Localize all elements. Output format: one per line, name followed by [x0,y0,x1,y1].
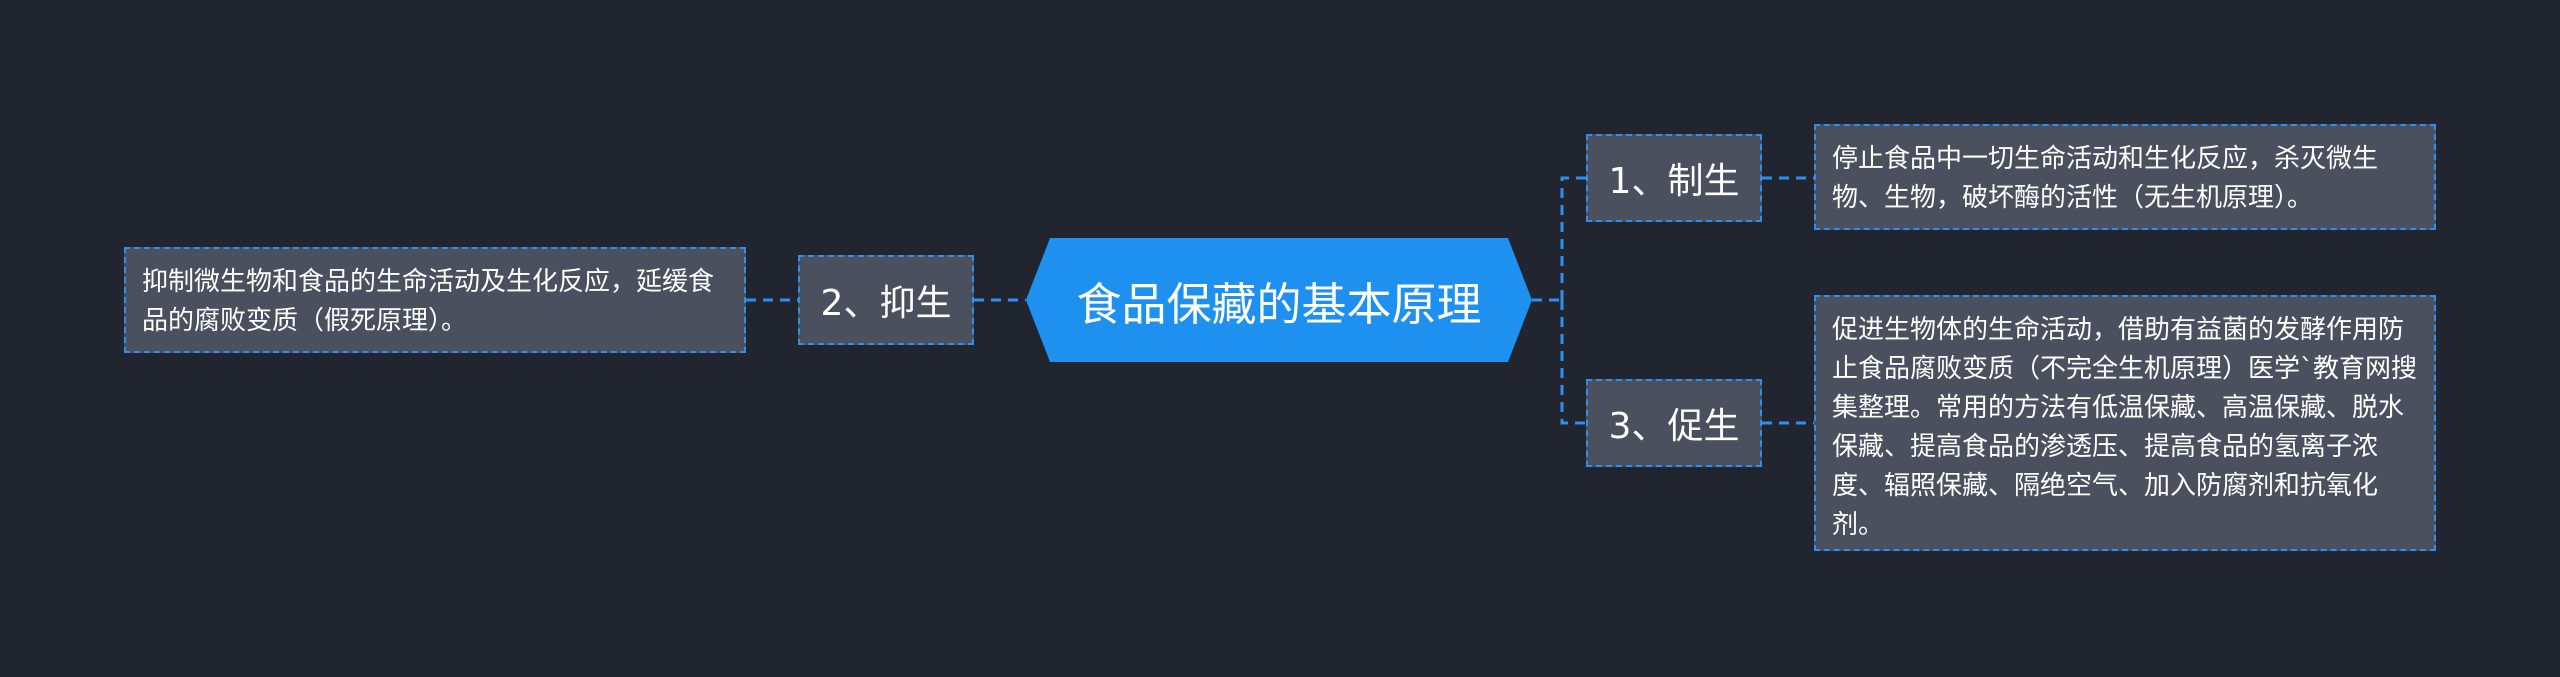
detail-node-3[interactable]: 促进生物体的生命活动，借助有益菌的发酵作用防止食品腐败变质（不完全生机原理）医学… [1814,295,2436,551]
connector-root-to-branch-3 [1560,300,1586,425]
branch-node-1[interactable]: 1、制生 [1586,134,1762,222]
detail-node-2[interactable]: 抑制微生物和食品的生命活动及生化反应，延缓食品的腐败变质（假死原理）。 [124,247,746,353]
branch-node-3[interactable]: 3、促生 [1586,379,1762,467]
root-node[interactable]: 食品保藏的基本原理 [1026,238,1532,362]
branch-node-2[interactable]: 2、抑生 [798,255,974,345]
connector-root-to-branch-1 [1560,176,1586,300]
root-node-label: 食品保藏的基本原理 [1076,277,1482,331]
detail-node-1[interactable]: 停止食品中一切生命活动和生化反应，杀灭微生物、生物，破坏酶的活性（无生机原理）。 [1814,124,2436,230]
root-node-shape [1026,238,1532,362]
